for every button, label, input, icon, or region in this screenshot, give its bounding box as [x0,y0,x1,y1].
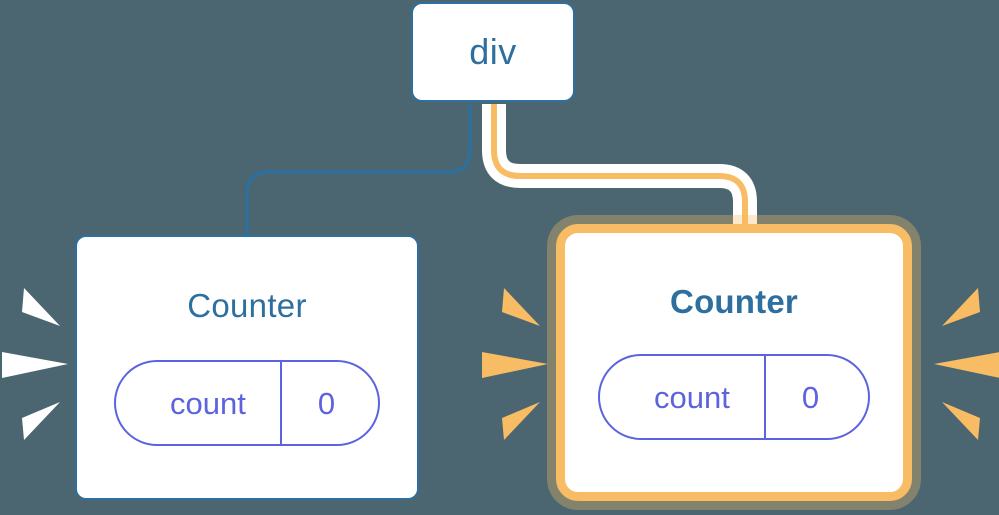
edge-div-to-left-counter [245,104,472,238]
node-counter-right-title: Counter [670,283,798,320]
node-counter-left[interactable]: Counter count 0 [75,235,419,500]
edge-div-to-right-counter [491,104,748,240]
state-value: 0 [279,362,377,444]
right-counter-left-burst-icon [482,288,548,440]
left-counter-left-burst-icon [2,288,68,440]
node-div[interactable]: div [411,2,575,102]
node-counter-left-state-pill: count 0 [114,360,380,446]
state-value: 0 [763,356,861,438]
edge-div-to-right-counter-halo [482,104,757,240]
state-key: count [654,379,730,415]
right-counter-right-burst-icon [934,288,999,440]
node-div-label: div [469,31,517,72]
node-counter-right[interactable]: Counter count 0 [556,224,912,501]
state-key: count [170,385,246,421]
node-counter-right-state-pill: count 0 [598,354,870,440]
node-counter-left-title: Counter [187,287,307,324]
